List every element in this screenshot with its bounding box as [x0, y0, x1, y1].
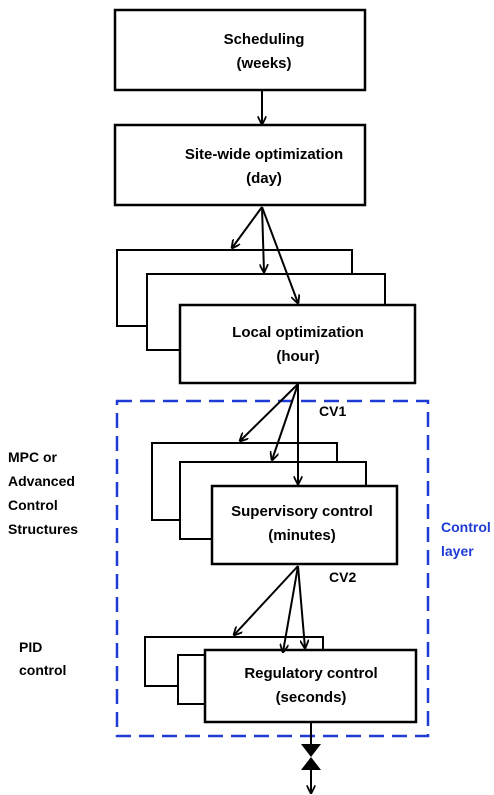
pid-label: PID control	[19, 639, 66, 678]
local-stack: Local optimization (hour)	[116, 249, 417, 385]
control-layer-line-1: Control	[441, 519, 491, 535]
supervisory-title: Supervisory control	[231, 503, 373, 520]
control-layer-line-2: layer	[441, 543, 474, 559]
supervisory-stack: Supervisory control (minutes)	[151, 442, 399, 566]
cv2-label: CV2	[329, 569, 356, 585]
mpc-line-2: Advanced	[8, 473, 75, 489]
arrows-supervisory-to-regulatory	[234, 565, 305, 652]
site-wide-sub: (day)	[246, 170, 282, 187]
local-title: Local optimization	[232, 324, 364, 341]
mpc-line-1: MPC or	[8, 449, 58, 465]
regulatory-sub: (seconds)	[276, 689, 347, 706]
supervisory-front-box	[210, 484, 399, 566]
arrows-site-to-local	[232, 206, 298, 303]
regulatory-stack: Regulatory control (seconds)	[144, 636, 418, 724]
mpc-line-4: Structures	[8, 521, 78, 537]
scheduling-sub: (weeks)	[236, 55, 291, 72]
regulatory-title: Regulatory control	[244, 665, 377, 682]
pid-line-2: control	[19, 662, 66, 678]
supervisory-sub: (minutes)	[268, 527, 336, 544]
local-front-box	[178, 303, 417, 385]
scheduling-box: Scheduling (weeks)	[113, 8, 367, 92]
site-wide-box: Site-wide optimization (day)	[113, 123, 367, 207]
scheduling-title: Scheduling	[224, 31, 305, 48]
mpc-label: MPC or Advanced Control Structures	[8, 449, 78, 537]
mpc-line-3: Control	[8, 497, 58, 513]
regulatory-front-box	[203, 648, 418, 724]
control-layer-label: Control layer	[441, 519, 491, 559]
cv1-label: CV1	[319, 403, 346, 419]
arrows-local-to-supervisory	[240, 383, 298, 484]
local-sub: (hour)	[276, 348, 319, 365]
valve-icon	[301, 722, 321, 793]
site-wide-title: Site-wide optimization	[185, 146, 343, 163]
pid-line-1: PID	[19, 639, 42, 655]
